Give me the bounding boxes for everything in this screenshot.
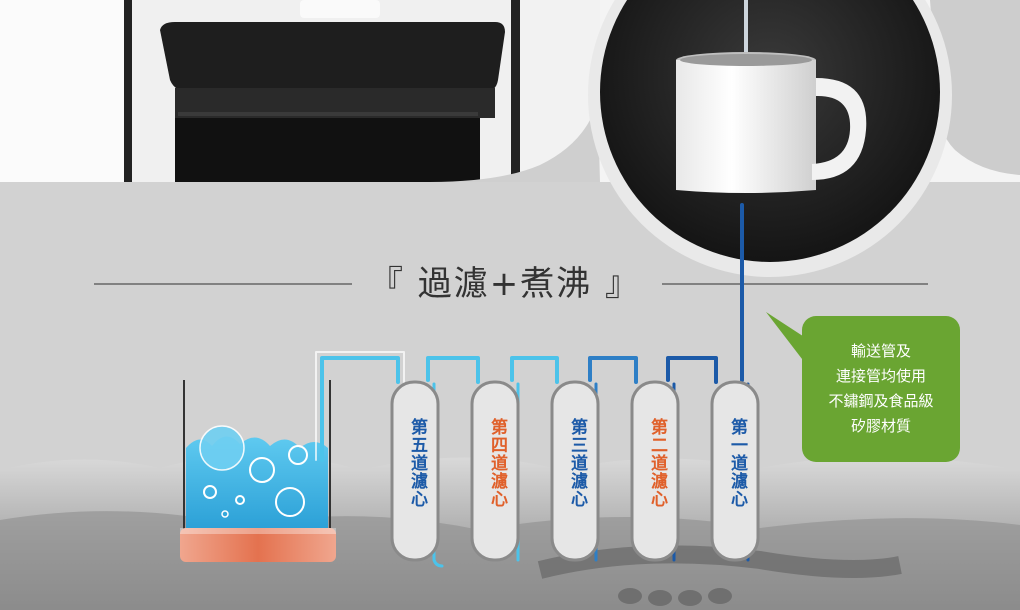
callout-line-1: 輸送管及 bbox=[850, 342, 911, 360]
filter-label-5: 第五道濾心 bbox=[407, 418, 427, 508]
filter-label-3: 第三道濾心 bbox=[567, 418, 587, 508]
material-callout: 輸送管及 連接管均使用 不鏽鋼及食品級 矽膠材質 bbox=[802, 316, 960, 462]
filter-label-2: 第二道濾心 bbox=[647, 418, 667, 508]
filter-label-1: 第一道濾心 bbox=[727, 418, 747, 508]
filter-cartridges bbox=[390, 380, 760, 562]
section-heading: 『 過濾+煮沸 』 bbox=[368, 264, 642, 304]
callout-line-2: 連接管均使用 bbox=[835, 367, 926, 385]
callout-line-3: 不鏽鋼及食品級 bbox=[828, 392, 934, 410]
boiling-tank bbox=[180, 380, 336, 562]
callout-line-4: 矽膠材質 bbox=[850, 417, 911, 435]
mug-inset bbox=[588, 0, 952, 277]
callout-tail bbox=[766, 312, 812, 372]
filter-label-4: 第四道濾心 bbox=[487, 418, 507, 508]
